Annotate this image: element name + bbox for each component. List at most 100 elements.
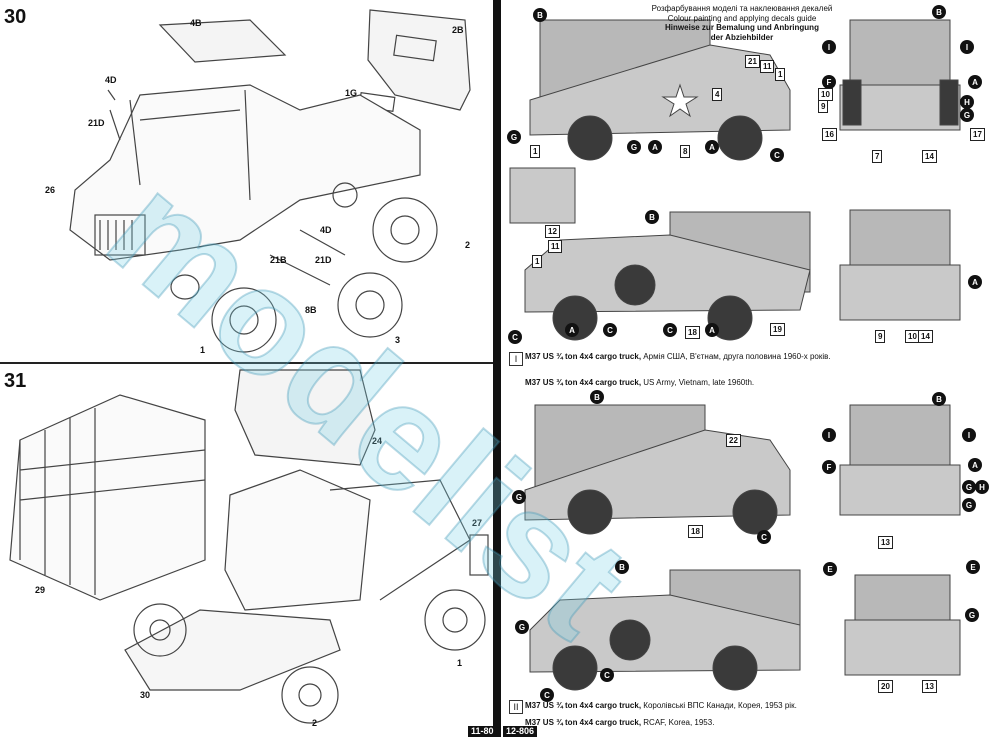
part-label: 4D xyxy=(105,75,117,85)
color-callout: A xyxy=(565,323,579,337)
color-callout: G xyxy=(512,490,526,504)
decal-number: 11 xyxy=(760,60,775,73)
color-callout: A xyxy=(705,323,719,337)
truck-profiles xyxy=(509,19,961,691)
caption-bold: M37 US ¾ ton 4x4 cargo truck, xyxy=(525,378,642,387)
color-callout: C xyxy=(540,688,554,702)
color-callout: F xyxy=(822,75,836,89)
decal-number: 8 xyxy=(680,145,691,158)
decal-number: 20 xyxy=(878,680,893,693)
page-number-right: 12-806 xyxy=(503,726,538,737)
scheme-number: II xyxy=(509,700,523,714)
color-callout: A xyxy=(968,275,982,289)
color-callout: B xyxy=(615,560,629,574)
color-callout: C xyxy=(663,323,677,337)
color-callout: A xyxy=(968,75,982,89)
color-callout: E xyxy=(966,560,980,574)
color-callout: A xyxy=(705,140,719,154)
part-label: 24 xyxy=(372,436,383,446)
decal-number: 13 xyxy=(922,680,937,693)
decal-number: 18 xyxy=(685,326,700,339)
color-callout: C xyxy=(600,668,614,682)
color-callout: F xyxy=(822,460,836,474)
title-de-2: der Abziehbilder xyxy=(710,32,774,42)
color-callout: H xyxy=(975,480,989,494)
color-callout: G xyxy=(507,130,521,144)
decal-number: 16 xyxy=(822,128,837,141)
part-label: 1 xyxy=(457,658,463,668)
decal-number: 9 xyxy=(818,100,829,113)
step-number: 30 xyxy=(4,6,27,28)
decal-number: 22 xyxy=(726,434,741,447)
guide-title: Розфарбування моделі та наклеювання дека… xyxy=(612,4,872,42)
part-label: 26 xyxy=(45,185,56,195)
decal-number: 14 xyxy=(918,330,933,343)
color-callout: I xyxy=(822,428,836,442)
color-callout: A xyxy=(968,458,982,472)
part-label: 21D xyxy=(88,118,105,128)
part-label: 1 xyxy=(200,345,206,355)
color-callout: I xyxy=(962,428,976,442)
part-label: 4B xyxy=(190,18,202,28)
color-callout: G xyxy=(962,480,976,494)
decal-number: 4 xyxy=(712,88,723,101)
caption-bold: M37 US ¾ ton 4x4 cargo truck, xyxy=(525,352,642,361)
color-callout: B xyxy=(533,8,547,22)
color-callout: B xyxy=(932,392,946,406)
decal-number: 13 xyxy=(878,536,893,549)
decal-number: 1 xyxy=(532,255,543,268)
decal-number: 9 xyxy=(875,330,886,343)
part-label: 3 xyxy=(395,335,401,345)
decal-number: 12 xyxy=(545,225,560,238)
color-callout: C xyxy=(757,530,771,544)
part-label: 27 xyxy=(472,518,483,528)
decal-number: 18 xyxy=(688,525,703,538)
caption-text: RCAF, Korea, 1953. xyxy=(643,718,715,727)
title-en: Colour painting and applying decals guid… xyxy=(667,13,817,23)
part-label: 2 xyxy=(465,240,471,250)
decal-number: 7 xyxy=(872,150,883,163)
part-label: 4D xyxy=(320,225,332,235)
title-de: Hinweise zur Bemalung und Anbringung xyxy=(665,23,819,32)
color-callout: G xyxy=(960,108,974,122)
color-callout: G xyxy=(627,140,641,154)
caption-en: M37 US ¾ ton 4x4 cargo truck, US Army, V… xyxy=(525,378,754,388)
decal-number: 1 xyxy=(530,145,541,158)
scheme-number: I xyxy=(509,352,523,366)
part-label: 21B xyxy=(270,255,287,265)
color-callout: A xyxy=(648,140,662,154)
page-number-left: 11-80 xyxy=(468,726,497,737)
part-label: 1G xyxy=(345,88,358,98)
assembly-drawing xyxy=(9,9,489,724)
color-callout: H xyxy=(960,95,974,109)
part-label: 21D xyxy=(315,255,332,265)
title-ua: Розфарбування моделі та наклеювання дека… xyxy=(651,4,833,13)
color-callout: C xyxy=(508,330,522,344)
part-label: 30 xyxy=(140,690,151,700)
section-divider xyxy=(0,362,493,364)
page-gutter xyxy=(493,0,501,737)
color-callout: I xyxy=(960,40,974,54)
decal-number: 10 xyxy=(905,330,920,343)
color-callout: I xyxy=(822,40,836,54)
color-callout: E xyxy=(823,562,837,576)
caption-ua: M37 US ¾ ton 4x4 cargo truck, Королівськ… xyxy=(525,701,797,711)
part-label: 2B xyxy=(452,25,464,35)
part-label: 29 xyxy=(35,585,46,595)
caption-en: M37 US ¾ ton 4x4 cargo truck, RCAF, Kore… xyxy=(525,718,714,728)
painting-guide-page: Розфарбування моделі та наклеювання дека… xyxy=(501,0,1000,737)
color-callout: G xyxy=(515,620,529,634)
decal-number: 17 xyxy=(970,128,985,141)
color-callout: B xyxy=(590,390,604,404)
part-label: 2 xyxy=(312,718,318,728)
color-callout: G xyxy=(962,498,976,512)
decal-number: 1 xyxy=(775,68,786,81)
color-callout: B xyxy=(932,5,946,19)
caption-text: Армія США, В'єтнам, друга половина 1960-… xyxy=(643,352,831,361)
caption-text: Королівські ВПС Канади, Корея, 1953 рік. xyxy=(643,701,797,710)
color-callout: C xyxy=(603,323,617,337)
decal-number: 11 xyxy=(548,240,563,253)
caption-bold: M37 US ¾ ton 4x4 cargo truck, xyxy=(525,701,642,710)
color-callout: G xyxy=(965,608,979,622)
